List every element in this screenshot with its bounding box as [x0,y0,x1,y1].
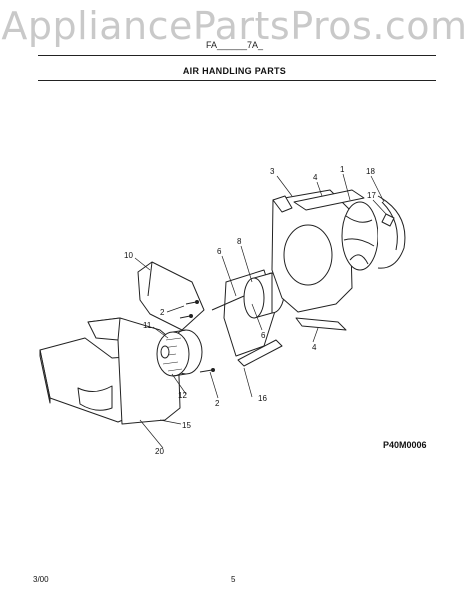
callout-4-upper: 4 [313,173,318,182]
footer-date: 3/00 [33,575,49,584]
callout-18: 18 [366,167,375,176]
callout-3: 3 [270,167,275,176]
part-15-housing [87,317,181,425]
part-20-shroud [39,337,143,423]
callout-1: 1 [340,165,345,174]
callout-6-lower: 6 [261,331,266,340]
callout-11: 11 [143,321,152,330]
callout-17: 17 [367,191,376,200]
callout-4-lower: 4 [312,343,317,352]
part-10-panel [137,261,205,331]
callout-15: 15 [182,421,191,430]
watermark: AppliancePartsPros.com [1,4,468,48]
page-title: AIR HANDLING PARTS [182,66,287,76]
callout-2-lower: 2 [215,399,220,408]
part-3-bulkhead [271,189,353,313]
callout-8: 8 [237,237,242,246]
part-11-blower-wheel [156,329,203,377]
part-1-condenser-fan [341,201,379,271]
callout-6-upper: 6 [217,247,222,256]
callout-20: 20 [155,447,164,456]
callout-2-upper: 2 [160,308,165,317]
part-17-clip [381,213,395,227]
part-2-screws [179,300,215,373]
part-18-guard [377,195,406,269]
figure-code: P40M0006 [383,440,427,450]
part-4-rail-lower [295,317,347,331]
part-8-motor [211,272,309,319]
part-4-rail-upper [293,189,365,211]
callout-16: 16 [258,394,267,403]
part-16-trough [237,339,283,367]
callout-12: 12 [178,391,187,400]
header-rule-top [38,55,436,56]
callout-10: 10 [124,251,133,260]
leader-lines [134,173,387,449]
model-number: FA______7A_ [205,40,264,50]
page-number: 5 [231,575,236,584]
header-rule-bottom [38,80,436,81]
